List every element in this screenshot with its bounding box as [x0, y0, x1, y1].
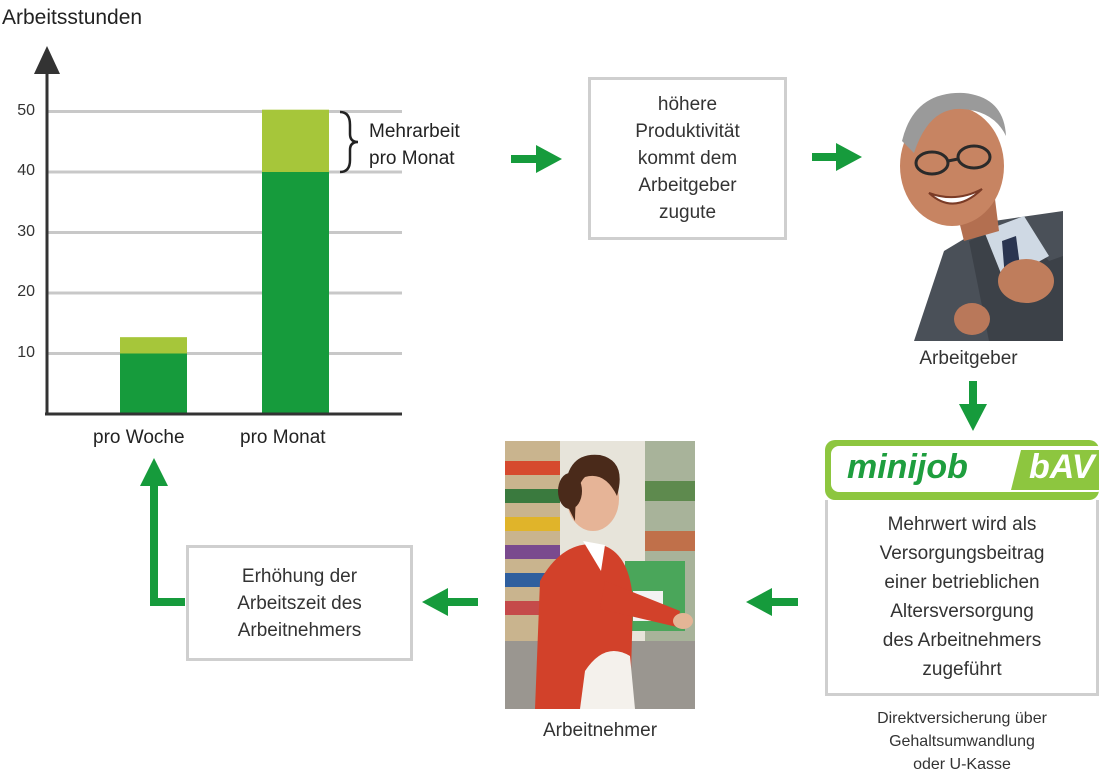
y-axis-arrowhead [34, 46, 60, 74]
box-bav: Mehrwert wird als Versorgungsbeitrag ein… [825, 500, 1099, 696]
y-tick-label-10: 10 [17, 343, 35, 361]
y-tick-label-50: 50 [17, 101, 35, 119]
arrow-left-1-icon [746, 588, 798, 616]
category-label-pro-woche: pro Woche [93, 427, 185, 448]
box-worktime-text: Erhöhung der Arbeitszeit des Arbeitnehme… [237, 565, 362, 641]
logo-text-minijob: minijob [847, 448, 968, 486]
y-tick-label-30: 30 [17, 222, 35, 240]
arrow-right-1-icon [511, 145, 562, 173]
minijob-bav-logo: minijob bAV [825, 440, 1099, 500]
box-bav-text: Mehrwert wird als Versorgungsbeitrag ein… [879, 513, 1045, 680]
employer-photo [874, 81, 1063, 341]
y-tick-label-40: 40 [17, 162, 35, 179]
box-worktime: Erhöhung der Arbeitszeit des Arbeitnehme… [186, 545, 413, 661]
y-axis-label: Arbeitsstunden [2, 6, 143, 29]
bar-pro-monat-segment-2 [262, 109, 329, 172]
annotation-mehrarbeit: Mehrarbeit pro Monat [369, 121, 460, 169]
bar-pro-woche-segment-1 [120, 353, 187, 414]
arrow-left-2-icon [422, 588, 478, 616]
box-productivity: höhere Produktivität kommt dem Arbeitgeb… [588, 77, 787, 240]
employee-caption: Arbeitnehmer [542, 720, 658, 741]
bar-chart [34, 46, 402, 416]
arrow-down-icon [959, 381, 987, 431]
arrow-right-2-icon [812, 143, 862, 171]
logo-text-bav: bAV [1029, 448, 1095, 486]
bar-pro-monat-segment-1 [262, 172, 329, 414]
employer-caption: Arbeitgeber [919, 348, 1018, 369]
category-label-pro-monat: pro Monat [240, 427, 326, 448]
box-productivity-text: höhere Produktivität kommt dem Arbeitgeb… [635, 94, 740, 223]
employee-photo [505, 441, 695, 709]
annotation-brace [339, 110, 359, 174]
bav-note: Direktversicherung über Gehaltsumwandlun… [877, 710, 1047, 773]
bar-pro-woche-segment-2 [120, 337, 187, 354]
y-tick-label-20: 20 [17, 283, 35, 300]
arrow-up-elbow-icon [140, 458, 185, 606]
